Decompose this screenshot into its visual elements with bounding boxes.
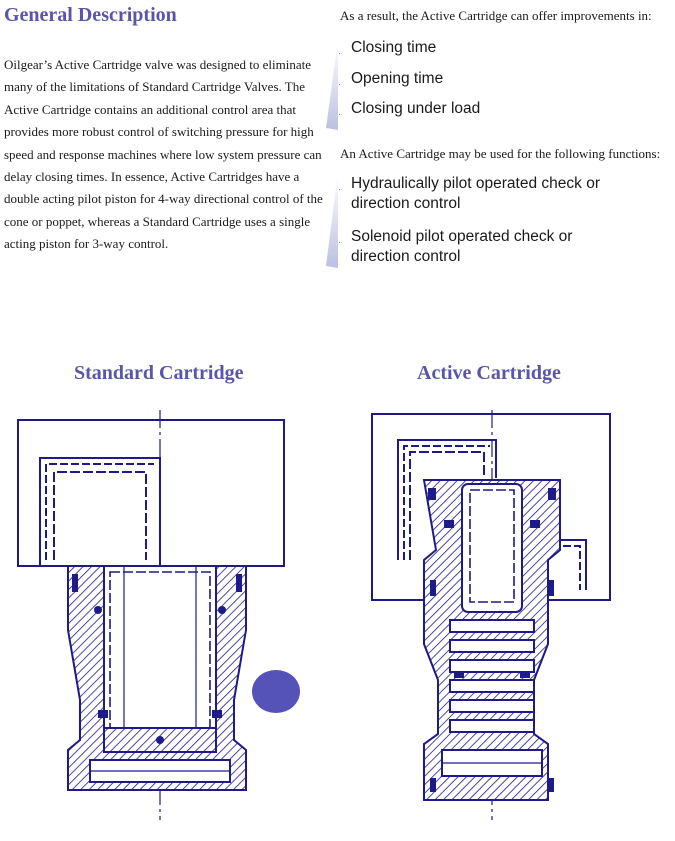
bullet-dot-icon: ·	[338, 109, 341, 119]
bullet-dot-icon: ·	[338, 79, 341, 89]
standard-cartridge-caption: Standard Cartridge	[74, 362, 244, 384]
list-item: ·Closing under load	[338, 99, 658, 119]
active-cartridge-diagram	[371, 410, 611, 820]
bullet-dot-icon: ·	[338, 184, 341, 194]
accent-dot	[252, 670, 300, 713]
wedge-graphic-improvements	[326, 40, 338, 130]
bullet-dot-icon: ·	[338, 48, 341, 58]
improvements-intro: As a result, the Active Cartridge can of…	[340, 8, 652, 23]
standard-cartridge-diagram	[17, 410, 285, 820]
bullet-dot-icon: ·	[338, 237, 341, 247]
active-cartridge-caption: Active Cartridge	[417, 362, 561, 384]
description-paragraph: Oilgear’s Active Cartridge valve was des…	[4, 57, 323, 252]
list-item: ·Opening time	[338, 69, 658, 89]
section-title: General Description	[4, 4, 177, 26]
wedge-graphic-functions	[326, 172, 338, 268]
functions-intro: An Active Cartridge may be used for the …	[340, 146, 661, 161]
list-item: ·Closing time	[338, 38, 658, 58]
